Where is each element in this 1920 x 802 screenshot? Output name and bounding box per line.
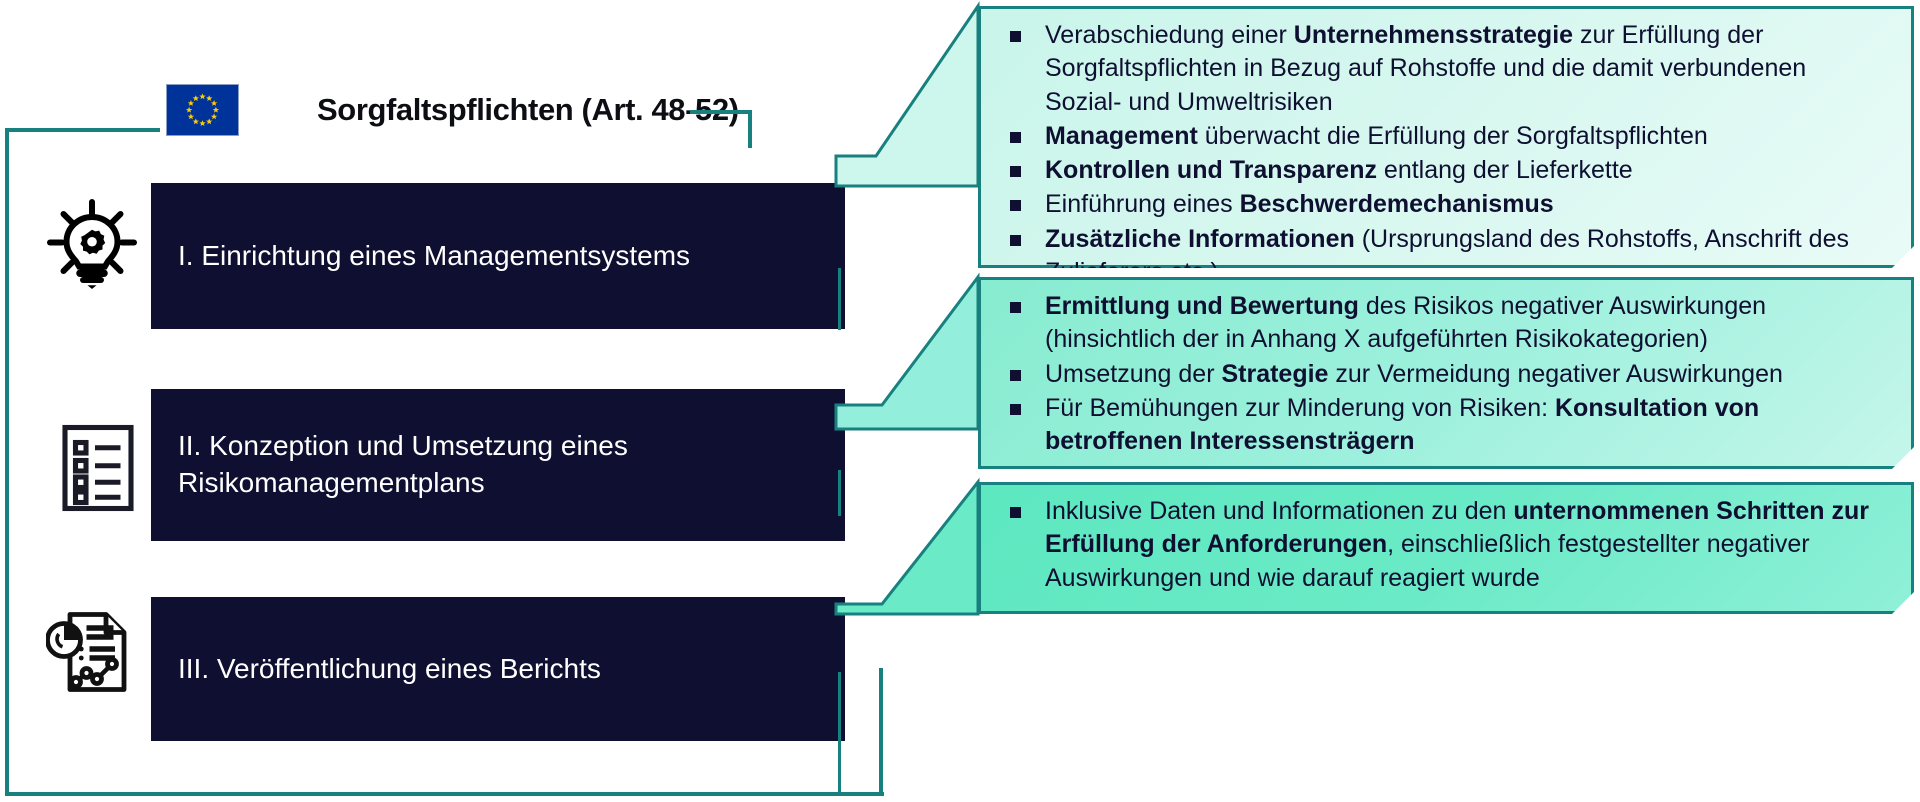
- step-label-2: II. Konzeption und Umsetzung eines Risik…: [178, 430, 628, 498]
- callout-tail-1: [834, 1, 986, 188]
- bullet-emphasis: Ermittlung und Bewertung: [1045, 292, 1359, 320]
- bullet-text: , einschließlich festgestellter negative…: [1045, 530, 1810, 592]
- bullet-item: Für Bemühungen zur Minderung von Risiken…: [995, 392, 1885, 459]
- connector-spine-foot: [838, 792, 884, 796]
- callout-tail-3: [834, 477, 986, 616]
- bullet-emphasis: Strategie: [1221, 359, 1329, 388]
- connector-spine-3: [838, 672, 841, 794]
- bullet-item: Einführung eines Beschwerdemechanismus: [995, 188, 1885, 221]
- bracket-right-line: [879, 668, 883, 796]
- bullet-item: Inklusive Daten und Informationen zu den…: [995, 495, 1885, 595]
- report-chart-document-icon: [46, 604, 142, 700]
- bracket-top-line: [5, 128, 160, 132]
- callout-panel-2: Ermittlung und Bewertung des Risikos neg…: [978, 277, 1914, 469]
- bullet-emphasis: Konsultation von betroffenen Interessens…: [1045, 393, 1760, 455]
- checklist-document-icon: [50, 420, 146, 516]
- bracket-bottom-line: [5, 792, 883, 796]
- connector-spine-1: [838, 268, 841, 330]
- bullet-item: Ermittlung und Bewertung des Risikos neg…: [995, 290, 1885, 357]
- step-label-3: III. Veröffentlichung eines Berichts: [178, 652, 601, 684]
- bullet-emphasis: Kontrollen und Transparenz: [1045, 156, 1377, 184]
- connector-spine-2: [838, 470, 841, 516]
- bullet-emphasis: Management: [1045, 121, 1198, 150]
- bullet-list-3: Inklusive Daten und Informationen zu den…: [995, 495, 1885, 595]
- step-box-2[interactable]: II. Konzeption und Umsetzung eines Risik…: [152, 390, 844, 540]
- bullet-emphasis: unternommenen Schritten zur Erfüllung de…: [1045, 497, 1869, 559]
- page-title: Sorgfaltspflichten (Art. 48-52): [317, 92, 739, 127]
- bullet-item: Verabschiedung einer Unternehmensstrateg…: [995, 19, 1885, 119]
- eu-flag-icon: [166, 84, 239, 136]
- bullet-text: Inklusive Daten und Informationen zu den: [1045, 497, 1514, 525]
- callout-panel-3: Inklusive Daten und Informationen zu den…: [978, 482, 1914, 614]
- callout-panel-1: Verabschiedung einer Unternehmensstrateg…: [978, 6, 1914, 268]
- bullet-emphasis: Unternehmensstrategie: [1293, 21, 1574, 49]
- step-label-1: I. Einrichtung eines Managementsystems: [178, 239, 691, 271]
- bullet-text: zur Erfüllung der Sorgfaltspflichten in …: [1045, 21, 1807, 116]
- bullet-item: Umsetzung der Strategie zur Vermeidung n…: [995, 358, 1885, 391]
- title-connector-line: [690, 110, 752, 114]
- bullet-item: Management überwacht die Erfüllung der S…: [995, 120, 1885, 153]
- step-box-3[interactable]: III. Veröffentlichung eines Berichts: [152, 598, 844, 740]
- callout-tail-2: [834, 272, 986, 431]
- lightbulb-gear-icon: [44, 196, 140, 292]
- bullet-text: Für Bemühungen zur Minderung von Risiken…: [1045, 393, 1555, 422]
- bullet-list-1: Verabschiedung einer Unternehmensstrateg…: [995, 19, 1885, 289]
- bullet-text: entlang der Lieferkette: [1376, 156, 1633, 184]
- bullet-emphasis: Zusätzliche Informationen: [1045, 224, 1355, 253]
- step-box-1[interactable]: I. Einrichtung eines Managementsystems: [152, 184, 844, 328]
- bullet-emphasis: Beschwerdemechanismus: [1239, 190, 1554, 219]
- bullet-list-2: Ermittlung und Bewertung des Risikos neg…: [995, 290, 1885, 458]
- bullet-text: Umsetzung der: [1045, 359, 1222, 388]
- bullet-item: Kontrollen und Transparenz entlang der L…: [995, 154, 1885, 187]
- bullet-text: überwacht die Erfüllung der Sorgfaltspfl…: [1197, 121, 1708, 150]
- bullet-text: zur Vermeidung negativer Auswirkungen: [1328, 359, 1783, 388]
- bullet-text: Verabschiedung einer: [1045, 21, 1294, 49]
- bullet-text: des Risikos negativer Auswirkungen (hins…: [1045, 292, 1767, 354]
- bullet-text: Einführung eines: [1045, 190, 1240, 219]
- title-connector-elbow: [748, 110, 752, 148]
